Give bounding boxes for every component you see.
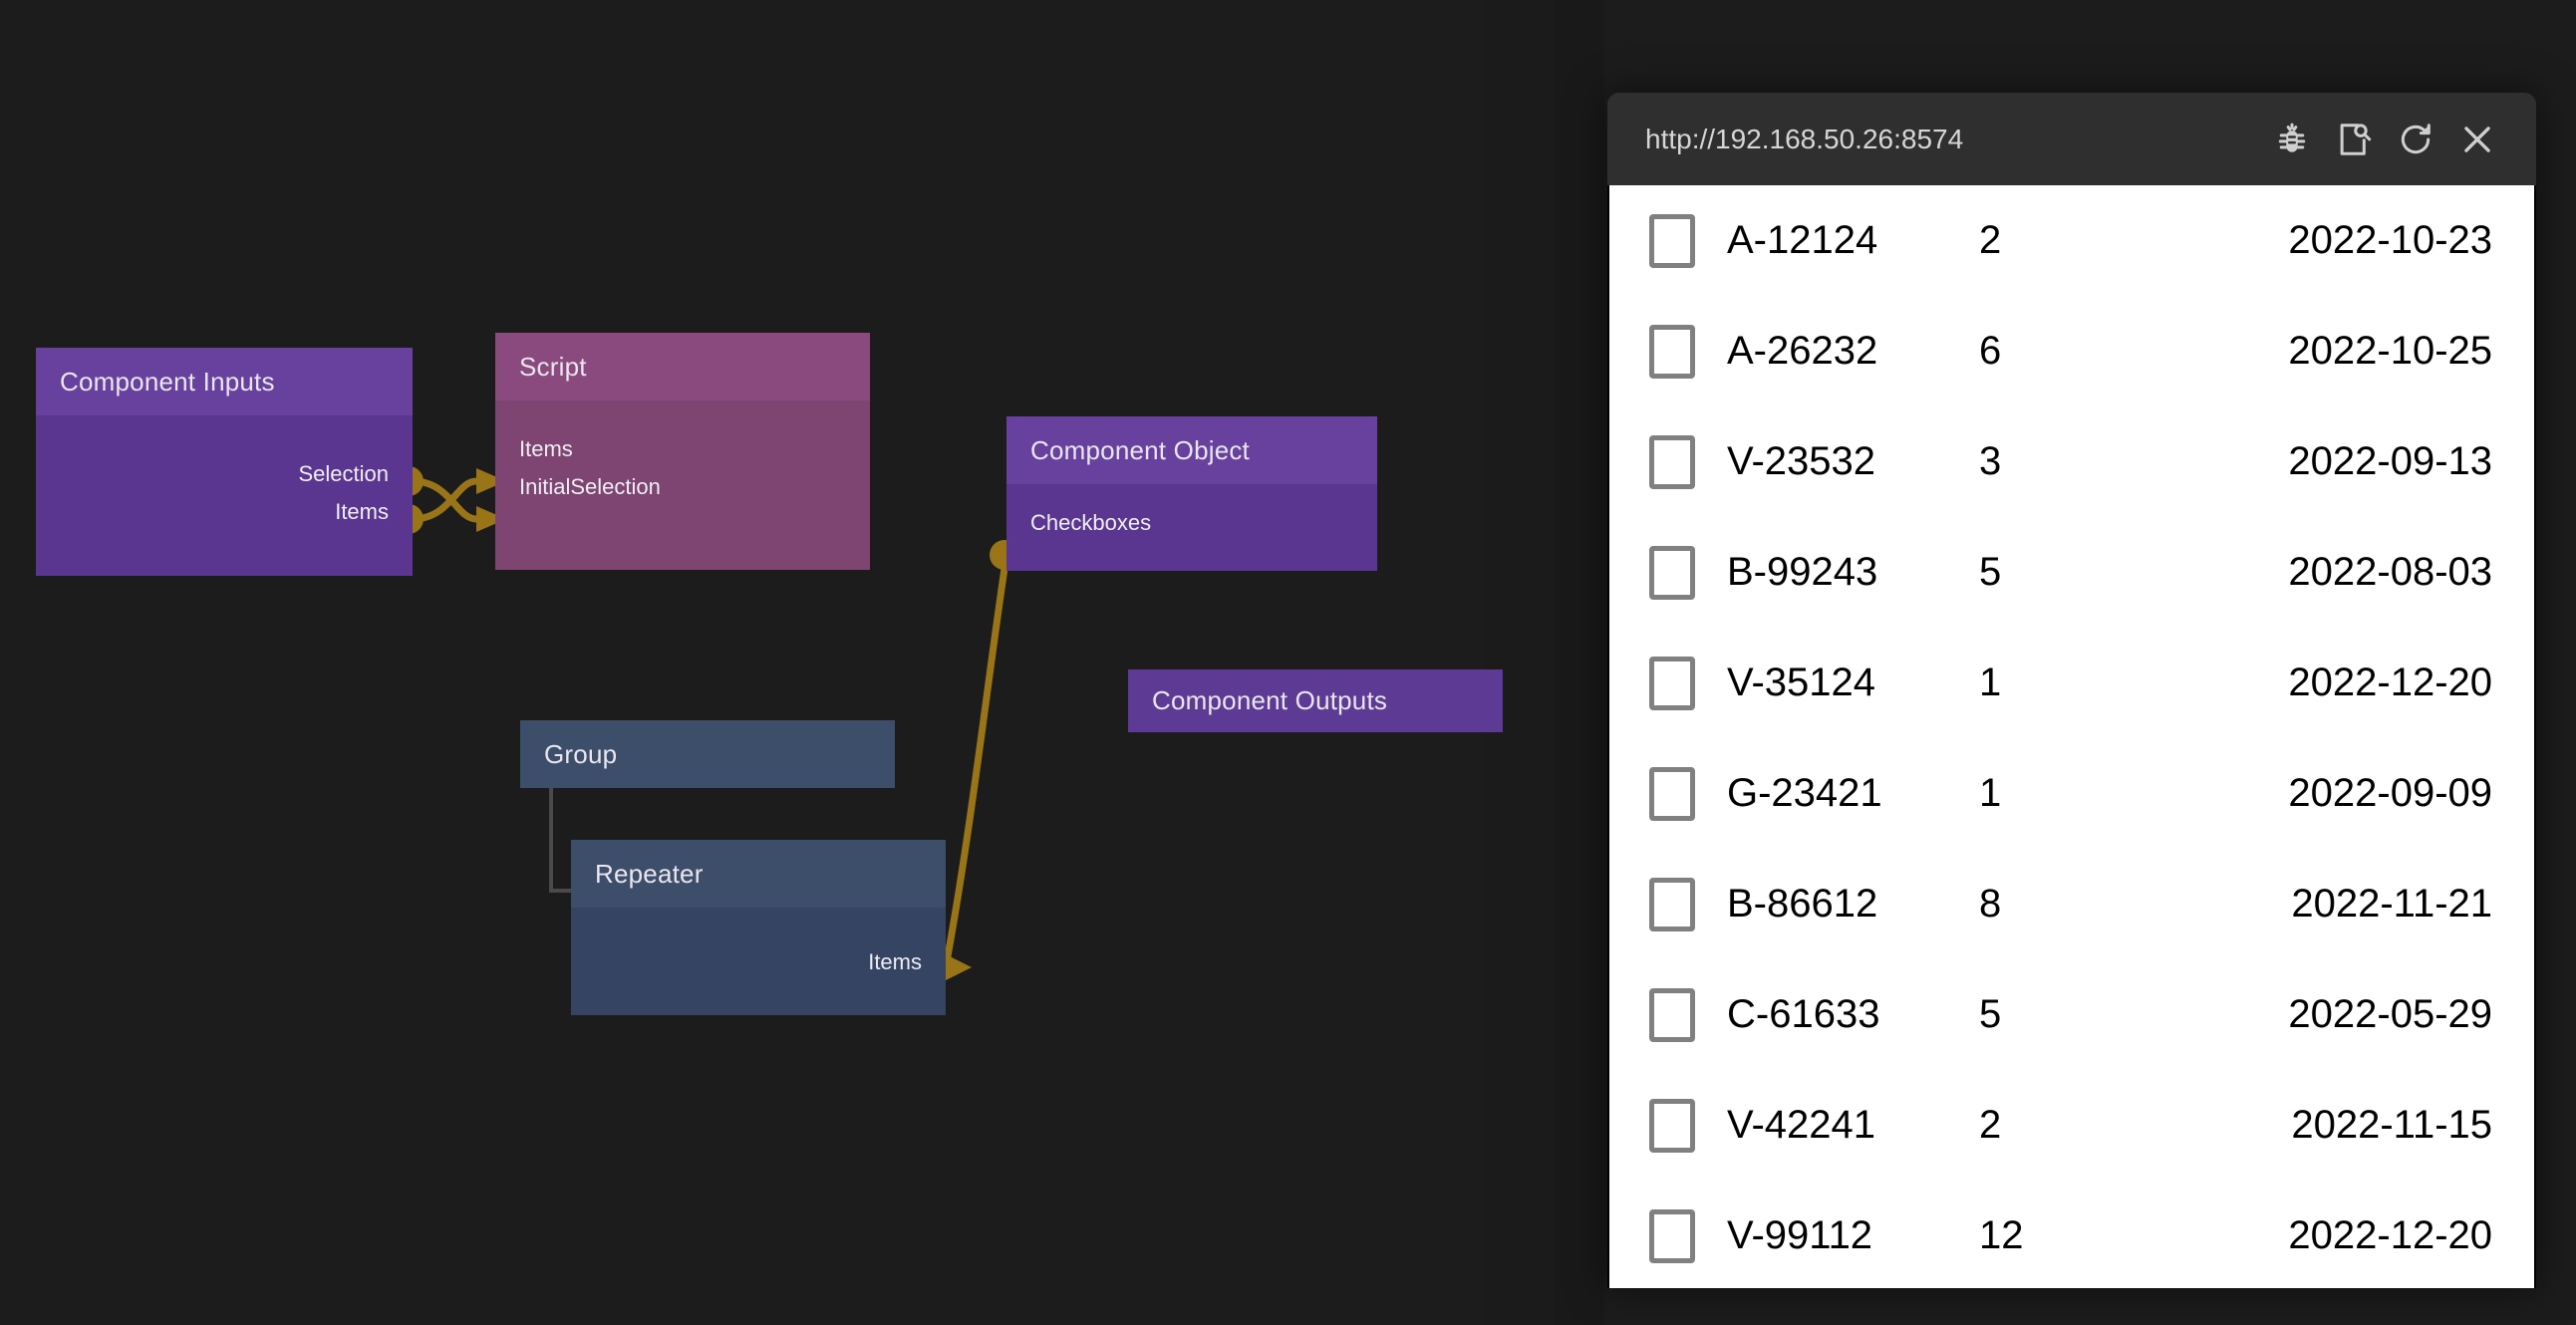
row-checkbox[interactable] xyxy=(1649,324,1695,379)
cell-date: 2022-05-29 xyxy=(2288,992,2492,1036)
node-title: Component Outputs xyxy=(1152,685,1388,715)
cell-quantity: 2 xyxy=(1979,1103,2002,1147)
cell-code: V-35124 xyxy=(1727,661,1876,704)
node-group[interactable]: Group xyxy=(520,720,895,788)
table-row[interactable]: A-26232 6 2022-10-25 xyxy=(1609,296,2534,406)
cell-date: 2022-10-23 xyxy=(2288,218,2492,262)
cell-code: C-61633 xyxy=(1727,992,1880,1036)
cell-quantity: 5 xyxy=(1979,992,2002,1036)
cell-date: 2022-09-09 xyxy=(2288,771,2492,815)
browser-preview-panel: http://192.168.50.26:8574 xyxy=(1607,93,2536,1288)
cell-code: B-86612 xyxy=(1727,882,1878,926)
node-title: Component Inputs xyxy=(36,348,413,415)
connection-wire-layer xyxy=(394,466,1019,980)
node-component-object[interactable]: Component Object Checkboxes xyxy=(1006,416,1377,571)
cell-date: 2022-09-13 xyxy=(2288,439,2492,483)
table-row[interactable]: A-12124 2 2022-10-23 xyxy=(1609,185,2534,296)
port-items[interactable]: Items xyxy=(519,436,573,461)
cell-code: A-26232 xyxy=(1727,329,1878,373)
cell-code: G-23421 xyxy=(1727,771,1882,815)
panel-backdrop-inner xyxy=(1555,0,1604,1325)
cell-date: 2022-12-20 xyxy=(2288,1213,2492,1257)
table-row[interactable]: V-42241 2 2022-11-15 xyxy=(1609,1070,2534,1181)
row-checkbox[interactable] xyxy=(1649,656,1695,710)
node-script[interactable]: Script Items InitialSelection xyxy=(495,333,870,570)
cell-code: V-42241 xyxy=(1727,1103,1876,1147)
row-checkbox[interactable] xyxy=(1649,213,1695,268)
cell-quantity: 12 xyxy=(1979,1213,2024,1257)
table-row[interactable]: V-35124 1 2022-12-20 xyxy=(1609,628,2534,738)
port-checkboxes[interactable]: Checkboxes xyxy=(1030,510,1152,535)
cell-date: 2022-12-20 xyxy=(2288,661,2492,704)
row-checkbox[interactable] xyxy=(1649,1098,1695,1153)
row-checkbox[interactable] xyxy=(1649,545,1695,600)
table-row[interactable]: G-23421 1 2022-09-09 xyxy=(1609,738,2534,849)
node-body: Items InitialSelection xyxy=(495,400,870,570)
node-title: Script xyxy=(495,333,870,400)
arrowhead-repeater-items xyxy=(946,954,972,980)
table-row[interactable]: B-86612 8 2022-11-21 xyxy=(1609,849,2534,959)
port-items[interactable]: Items xyxy=(335,499,389,524)
node-component-inputs[interactable]: Component Inputs Selection Items xyxy=(36,348,413,576)
node-title: Component Object xyxy=(1006,416,1377,484)
node-body: Items xyxy=(571,908,946,1015)
node-component-outputs[interactable]: Component Outputs xyxy=(1128,669,1503,732)
inspect-page-icon[interactable] xyxy=(2323,109,2385,170)
node-repeater[interactable]: Repeater Items xyxy=(571,840,946,1015)
row-checkbox[interactable] xyxy=(1649,987,1695,1042)
table-row[interactable]: B-99243 5 2022-08-03 xyxy=(1609,517,2534,628)
cell-code: B-99243 xyxy=(1727,550,1878,594)
row-checkbox[interactable] xyxy=(1649,766,1695,821)
cell-quantity: 6 xyxy=(1979,329,2002,373)
cell-code: V-99112 xyxy=(1727,1213,1873,1257)
cell-quantity: 1 xyxy=(1979,661,2002,704)
port-initialselection[interactable]: InitialSelection xyxy=(519,474,661,499)
cell-quantity: 2 xyxy=(1979,218,2002,262)
cell-quantity: 3 xyxy=(1979,439,2002,483)
table-row[interactable]: C-61633 5 2022-05-29 xyxy=(1609,959,2534,1070)
cell-quantity: 5 xyxy=(1979,550,2002,594)
url-display[interactable]: http://192.168.50.26:8574 xyxy=(1645,123,1964,154)
close-icon[interactable] xyxy=(2446,109,2508,170)
table-row[interactable]: V-99112 12 2022-12-20 xyxy=(1609,1181,2534,1288)
panel-backdrop-outer xyxy=(1485,0,1555,1325)
debug-bug-icon[interactable] xyxy=(2261,109,2323,170)
row-checkbox[interactable] xyxy=(1649,877,1695,931)
cell-code: V-23532 xyxy=(1727,439,1876,483)
row-checkbox[interactable] xyxy=(1649,1208,1695,1263)
cell-date: 2022-11-21 xyxy=(2291,882,2492,926)
node-title: Repeater xyxy=(571,840,946,908)
cell-quantity: 1 xyxy=(1979,771,2002,815)
group-child-connector xyxy=(549,788,579,893)
cell-date: 2022-10-25 xyxy=(2288,329,2492,373)
node-title: Group xyxy=(520,720,895,788)
cell-date: 2022-11-15 xyxy=(2291,1103,2492,1147)
cell-quantity: 8 xyxy=(1979,882,2002,926)
cell-code: A-12124 xyxy=(1727,218,1878,262)
cell-date: 2022-08-03 xyxy=(2288,550,2492,594)
node-body: Selection Items xyxy=(36,415,413,576)
port-selection[interactable]: Selection xyxy=(298,461,389,486)
node-body: Checkboxes xyxy=(1006,484,1377,571)
row-checkbox[interactable] xyxy=(1649,434,1695,489)
table-row[interactable]: V-23532 3 2022-09-13 xyxy=(1609,406,2534,517)
browser-toolbar: http://192.168.50.26:8574 xyxy=(1607,93,2536,185)
reload-icon[interactable] xyxy=(2385,109,2446,170)
port-items[interactable]: Items xyxy=(868,949,922,974)
